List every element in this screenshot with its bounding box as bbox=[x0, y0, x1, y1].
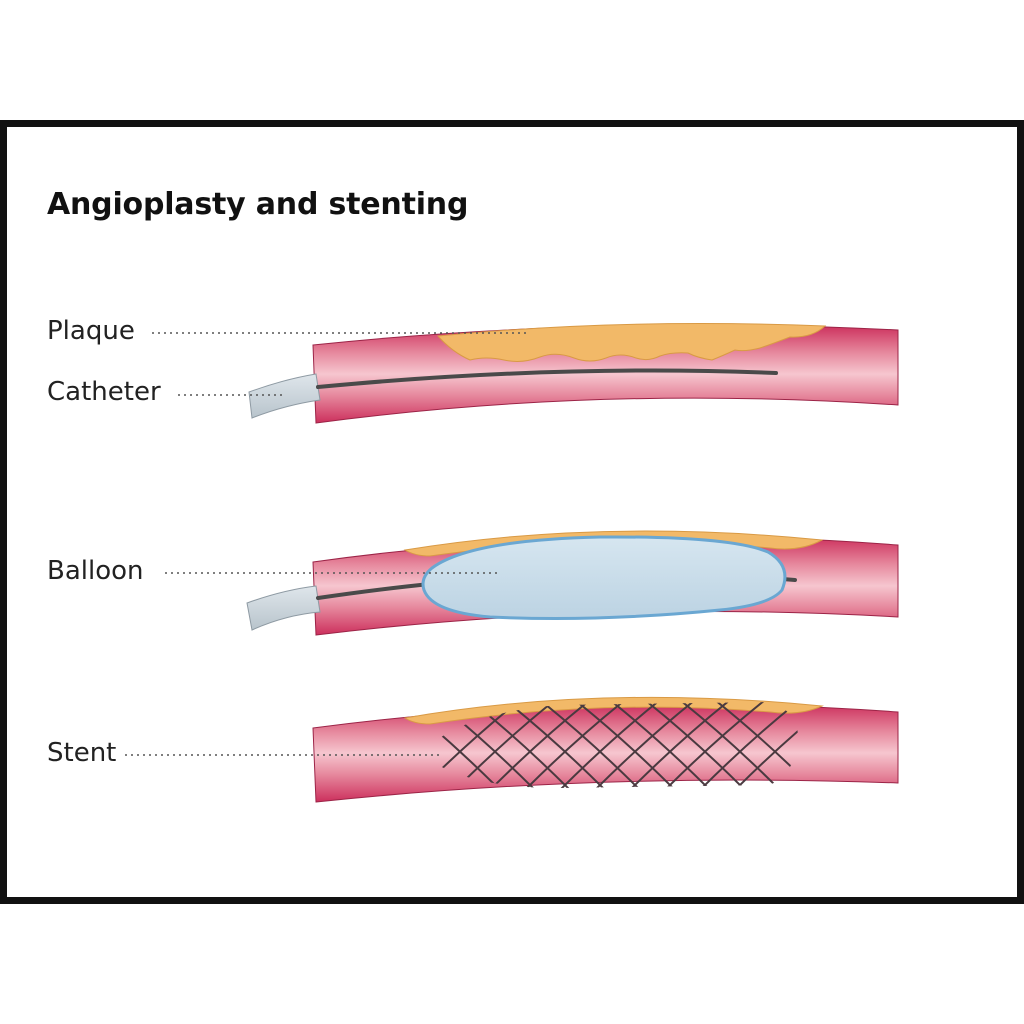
balloon-label: Balloon bbox=[47, 556, 144, 586]
guide-wire bbox=[316, 582, 432, 600]
plaque-compressed bbox=[403, 530, 824, 557]
plaque-deposit bbox=[436, 323, 827, 362]
artery-wall bbox=[312, 703, 899, 803]
plaque-flattened bbox=[403, 696, 824, 725]
plaque-label: Plaque bbox=[47, 316, 135, 346]
artery-stage-2 bbox=[246, 530, 899, 636]
balloon bbox=[421, 535, 787, 620]
catheter-sheath bbox=[246, 585, 321, 631]
diagram-title: Angioplasty and stenting bbox=[47, 187, 469, 222]
stent-label: Stent bbox=[47, 738, 117, 768]
catheter-label: Catheter bbox=[47, 377, 161, 407]
artery-stage-1 bbox=[248, 323, 899, 424]
artery-stage-3 bbox=[312, 696, 899, 803]
catheter-sheath bbox=[248, 373, 321, 419]
guide-wire bbox=[316, 368, 778, 389]
